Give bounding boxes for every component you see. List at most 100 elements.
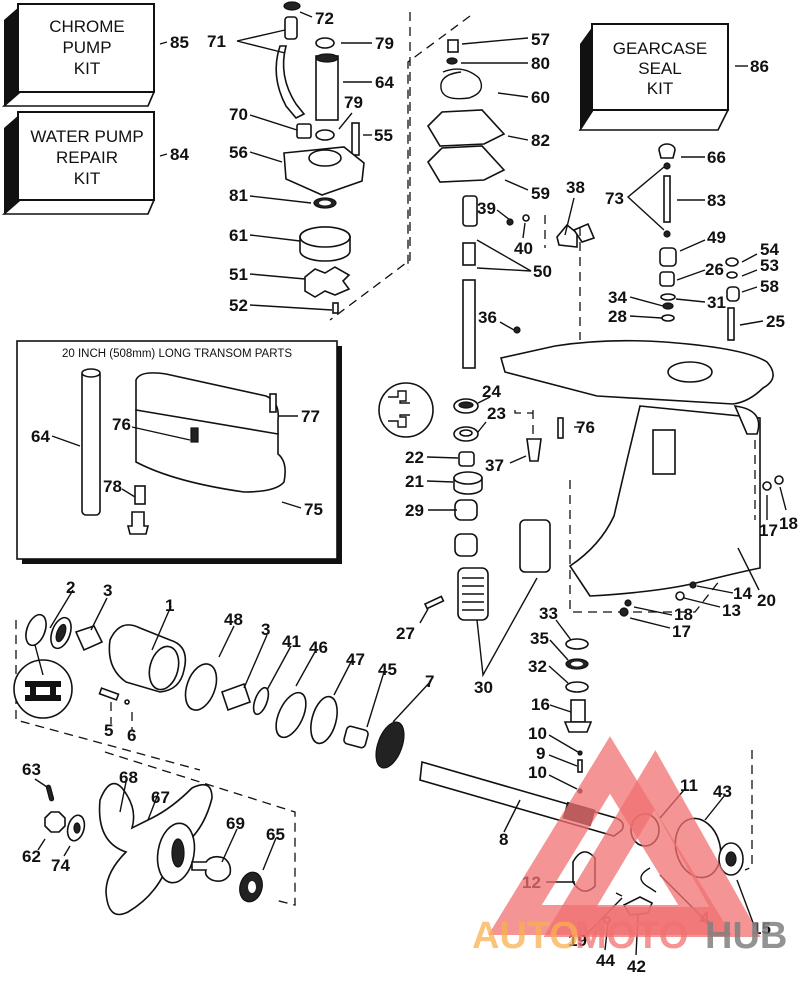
callout-label: 62	[22, 847, 41, 866]
callout-label: 25	[766, 312, 785, 331]
callout-label: 44	[596, 951, 615, 970]
part-82-plate	[426, 109, 506, 147]
callout-label: 61	[229, 226, 248, 245]
callout-label: 75	[304, 500, 323, 519]
callout-label: 59	[531, 184, 550, 203]
callout-label: 54	[760, 240, 779, 259]
part-60-seal-ring	[440, 68, 483, 100]
callout-label: 3	[103, 581, 112, 600]
part-70-grommet	[296, 123, 312, 139]
callout-label: 2	[66, 578, 75, 597]
part-17	[619, 607, 629, 617]
part-54	[725, 257, 739, 267]
callout-label: 83	[707, 191, 726, 210]
callout-label: 85	[170, 33, 189, 52]
callout-label: 48	[224, 610, 243, 629]
part-5-pin	[98, 687, 120, 701]
part-71-tube	[275, 45, 306, 119]
bearing-housing-group: 2 3 1 48 3 41 46 47 45 7 5 6	[13, 578, 434, 771]
part-79-o-ring	[315, 129, 335, 141]
callout-label: 52	[229, 296, 248, 315]
callout-label: 3	[261, 620, 270, 639]
part-38	[556, 223, 578, 248]
callout-label: 18	[674, 605, 693, 624]
callout-label: 78	[103, 477, 122, 496]
part-62-nut	[44, 811, 66, 833]
part-9	[577, 759, 583, 773]
callout-label: 77	[301, 407, 320, 426]
callout-label: 60	[531, 88, 550, 107]
callout-label: 71	[207, 32, 226, 51]
part-13	[675, 591, 685, 601]
part-30-water-screen	[519, 519, 551, 573]
callout-label: 14	[733, 584, 752, 603]
watermark-word-hub: HUB	[705, 915, 787, 957]
callout-label: 31	[707, 293, 726, 312]
part-7-forward-gear	[375, 721, 405, 769]
callout-label: 70	[229, 105, 248, 124]
part-22-bushing	[458, 451, 475, 467]
callout-label: 67	[151, 788, 170, 807]
callout-label: 17	[759, 521, 778, 540]
part-16-pinion	[570, 699, 586, 723]
part-39	[506, 218, 514, 226]
callout-label: 76	[112, 415, 131, 434]
kit-label-line: GEARCASE	[613, 39, 707, 58]
callout-label: 43	[713, 782, 732, 801]
callout-label: 18	[779, 514, 798, 533]
callout-label: 11	[680, 776, 698, 795]
callout-label: 50	[533, 262, 552, 281]
callout-label: 63	[22, 760, 41, 779]
leader-line	[159, 41, 168, 45]
callout-label: 6	[127, 726, 136, 745]
part-26	[659, 271, 675, 287]
part-66-plug	[658, 143, 676, 159]
callout-label: 73	[605, 189, 624, 208]
callout-label: 26	[705, 260, 724, 279]
part-75-extension	[135, 409, 286, 493]
callout-label: 79	[344, 93, 363, 112]
pinion-group: 33 35 32 16 10 9 10	[528, 604, 593, 794]
dashed-boundary	[104, 751, 296, 906]
part-52-key	[332, 302, 339, 314]
watermark-word-auto: AUTO	[472, 915, 579, 957]
part-3-bearing	[74, 625, 104, 652]
part-59-gasket	[426, 145, 506, 183]
part-50-driveshaft	[462, 195, 478, 227]
part-34	[662, 302, 674, 310]
callout-label: 45	[378, 660, 397, 679]
callout-label: 42	[627, 957, 646, 976]
part-73	[663, 162, 671, 170]
callout-label: 17	[672, 622, 691, 641]
dashed-boundary	[15, 620, 201, 771]
part-40	[522, 214, 530, 222]
part-78-screw	[134, 485, 146, 505]
callout-label: 47	[346, 650, 365, 669]
part-80	[446, 57, 458, 65]
callout-label: 49	[707, 228, 726, 247]
part-25-stud	[727, 307, 735, 341]
callout-label: 24	[482, 382, 501, 401]
callout-label: 16	[531, 695, 550, 714]
part-6	[124, 699, 130, 705]
callout-label: 64	[31, 427, 50, 446]
part-29-bearing	[454, 499, 478, 521]
callout-label: 10	[528, 763, 547, 782]
part-20-gearcase-top	[499, 339, 774, 405]
part-32-washer	[565, 681, 589, 693]
kit-label-line: REPAIR	[56, 148, 118, 167]
watermark-triangle-right-icon	[543, 750, 761, 937]
kit-label-line: WATER PUMP	[30, 127, 143, 146]
part-10	[577, 750, 583, 756]
callout-label: 23	[487, 404, 506, 423]
gearcase-group: 24 23 76 22 37 21 29 17 18 20 14 13 18 1…	[378, 339, 798, 697]
part-76-screw	[190, 427, 199, 443]
part-4-clip	[640, 867, 657, 893]
callout-label: 8	[499, 830, 508, 849]
inset-title: 20 INCH (508mm) LONG TRANSOM PARTS	[62, 348, 292, 360]
callout-label: 86	[750, 57, 769, 76]
callout-label: 36	[478, 308, 497, 327]
callout-label: 84	[170, 145, 189, 164]
callout-label: 7	[425, 672, 434, 691]
